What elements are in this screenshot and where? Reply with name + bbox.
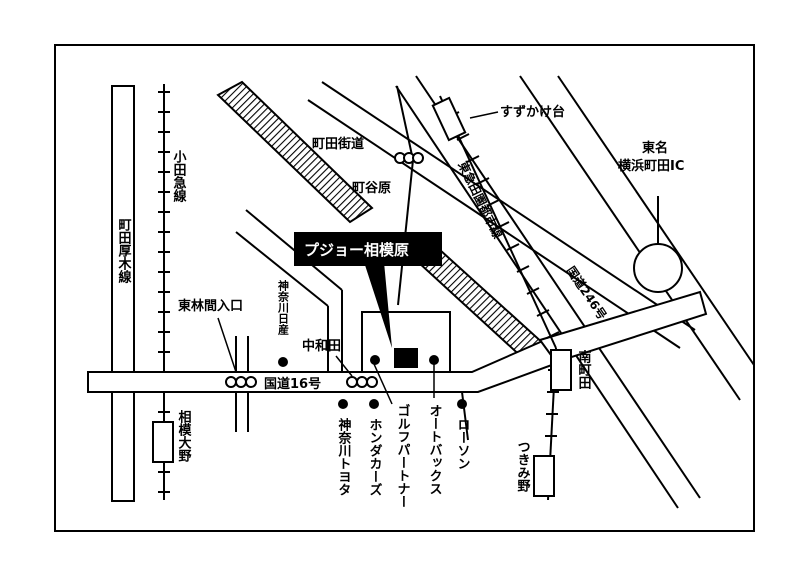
suzukakedai-station xyxy=(431,96,467,142)
label-odakyu: 小田急線 xyxy=(171,150,187,203)
label-tsukimino: つきみ野 xyxy=(515,440,531,493)
dot-kanagawa-nissan xyxy=(278,357,288,367)
dot-honda-cars xyxy=(369,399,379,409)
label-minami-machida: 南町田 xyxy=(576,349,592,390)
label-golf-partner: ゴルフパートナー xyxy=(395,403,411,508)
label-machiyahara: 町谷原 xyxy=(352,180,391,196)
label-honda-cars: ホンダカーズ xyxy=(367,418,383,496)
machida-atsugi-road xyxy=(111,85,135,502)
title-callout: プジョー相模原 xyxy=(294,232,442,348)
label-ic-line1: 東名 xyxy=(642,140,668,156)
label-kanagawa-nissan: 神奈川日産 xyxy=(277,279,291,336)
label-machida-kaido: 町田街道 xyxy=(312,136,364,152)
label-kanagawa-toyota: 神奈川トヨタ xyxy=(336,417,353,496)
label-autobacs: オートバックス xyxy=(427,404,443,495)
label-suzukakedai: すずかけ台 xyxy=(500,104,565,120)
dot-kanagawa-toyota xyxy=(338,399,348,409)
label-route-16: 国道16号 xyxy=(264,376,321,392)
label-ic-line2: 横浜町田IC xyxy=(618,158,684,174)
label-machida-atsugi: 町田厚木線 xyxy=(116,218,133,284)
intersection-nakawada xyxy=(346,376,378,388)
sagami-ono-station xyxy=(152,421,174,463)
label-sagami-ono: 相模大野 xyxy=(176,409,192,463)
label-nakawada: 中和田 xyxy=(302,338,341,354)
intersection-machiyahara xyxy=(394,152,424,164)
tsukimino-station xyxy=(533,455,555,497)
dot-golf-partner xyxy=(370,355,380,365)
intersection-higashi-rinkan xyxy=(225,376,257,388)
minami-machida-station xyxy=(550,349,572,391)
dot-lawson xyxy=(457,399,467,409)
dealer-building xyxy=(394,348,418,368)
machida-kaido-road xyxy=(307,81,696,349)
label-higashi-rinkan: 東林間入口 xyxy=(178,298,243,314)
hatched-road-upper xyxy=(216,80,374,224)
label-lawson: ローソン xyxy=(455,418,470,470)
south-road-stubs xyxy=(235,336,469,441)
leader-lines xyxy=(217,111,499,405)
dealer-name-label: プジョー相模原 xyxy=(304,241,409,259)
tomei-expressway xyxy=(519,75,755,401)
dot-autobacs xyxy=(429,355,439,365)
yokohama-machida-ic xyxy=(633,243,683,293)
